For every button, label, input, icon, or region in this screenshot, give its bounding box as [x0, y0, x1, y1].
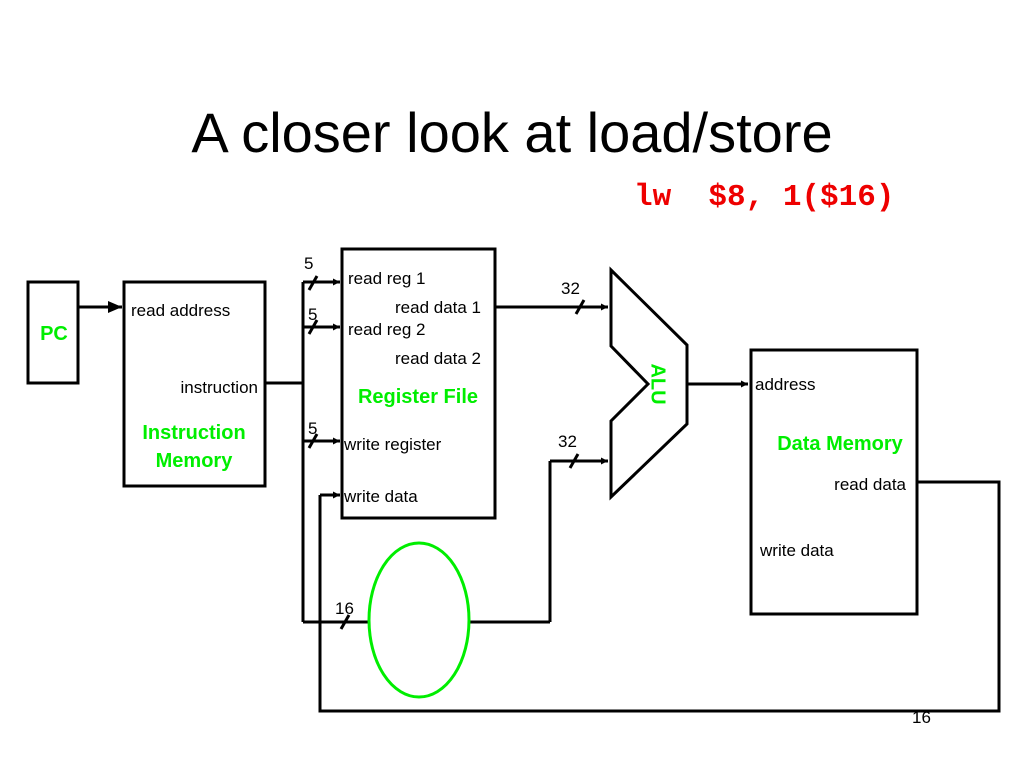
- bus-slash: [307, 319, 319, 335]
- bus-width-read-reg-2: 5: [308, 305, 317, 324]
- pc-box: [26, 280, 80, 385]
- pc-arrow: [108, 301, 122, 313]
- rf-write-register-label: write register: [343, 435, 442, 454]
- register-file-box: [340, 247, 497, 520]
- bus-slash: [574, 299, 586, 315]
- data-memory-name: Data Memory: [777, 433, 903, 455]
- alu-label: ALU: [647, 363, 669, 404]
- bus-width-immediate: 16: [335, 599, 354, 618]
- register-file-name: Register File: [358, 386, 478, 408]
- writeback-wire: [318, 480, 1001, 713]
- bus-width-read-reg-1: 5: [304, 254, 313, 273]
- imem-instruction-label: instruction: [181, 378, 258, 397]
- dmem-address-label: address: [755, 375, 815, 394]
- pc-label: PC: [40, 323, 68, 345]
- rf-read-reg-1-label: read reg 1: [348, 269, 426, 288]
- bus-slash: [339, 614, 351, 630]
- dmem-write-data-label: write data: [759, 541, 834, 560]
- rf-read-reg-2-label: read reg 2: [348, 320, 426, 339]
- imem-read-address-label: read address: [131, 301, 230, 320]
- dmem-read-data-label: read data: [834, 475, 906, 494]
- bus-width-alu-a: 32: [561, 279, 580, 298]
- bus-slash: [307, 275, 319, 291]
- slide-title: A closer look at load/store: [191, 101, 833, 164]
- imem-name-line2: Memory: [156, 450, 234, 472]
- data-memory-box: [749, 348, 919, 616]
- rf-read-data-1-label: read data 1: [395, 298, 481, 317]
- bus-width-write-register: 5: [308, 419, 317, 438]
- instruction-text: lw $8, 1($16): [634, 180, 895, 215]
- sign-extend-ellipse: [367, 541, 471, 699]
- rf-write-data-label: write data: [343, 487, 418, 506]
- imem-name-line1: Instruction: [142, 422, 245, 444]
- instruction-memory-box: [122, 280, 267, 488]
- bus-slash: [568, 453, 580, 469]
- page-number: 16: [912, 708, 931, 727]
- alu-shape: [609, 266, 689, 501]
- bus-slash: [307, 433, 319, 449]
- rf-read-data-2-label: read data 2: [395, 349, 481, 368]
- bus-width-alu-b: 32: [558, 432, 577, 451]
